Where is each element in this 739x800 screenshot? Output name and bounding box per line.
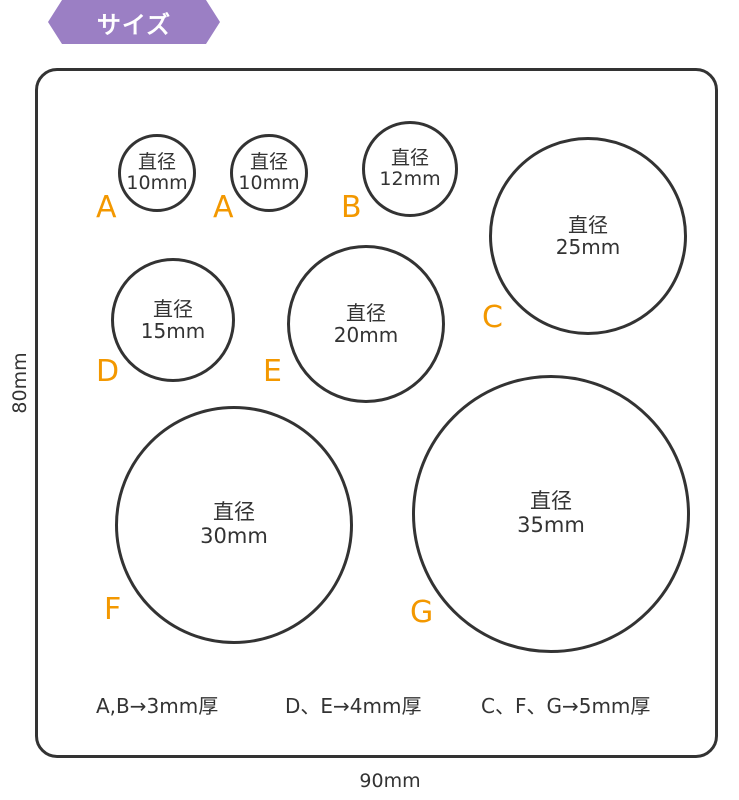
circle-label-line2: 15mm (140, 319, 206, 343)
height-dimension: 80mm (9, 352, 31, 414)
circle-label-line1: 直径 (568, 212, 608, 237)
circle-label-line2: 35mm (517, 513, 585, 537)
circle-a-2: 直径 10mm (230, 134, 308, 212)
mold-board-outline (35, 68, 718, 758)
circle-label-line2: 25mm (555, 235, 621, 259)
width-dimension: 90mm (359, 770, 421, 792)
circle-label-line1: 直径 (530, 489, 572, 514)
tag-label: サイズ (96, 10, 172, 39)
letter-c: C (482, 300, 503, 335)
circle-label-line1: 直径 (137, 150, 176, 173)
circle-g: 直径 35mm (412, 375, 690, 653)
circle-label-line2: 30mm (200, 524, 268, 548)
circle-label-line1: 直径 (153, 296, 193, 321)
circle-label-line2: 20mm (333, 323, 399, 347)
letter-d: D (96, 354, 120, 389)
tag-shape (48, 0, 220, 44)
thickness-note-cfg: C、F、G→5mm厚 (481, 694, 651, 718)
circle-label-line2: 10mm (238, 172, 300, 194)
letter-b: B (341, 190, 362, 225)
circle-label-line2: 10mm (126, 172, 188, 194)
circle-a-1: 直径 10mm (118, 134, 196, 212)
circle-label-line1: 直径 (390, 146, 429, 169)
letter-f: F (104, 592, 122, 627)
circle-d: 直径 15mm (111, 258, 235, 382)
letter-a-2: A (213, 190, 234, 225)
size-tag: サイズ (48, 0, 220, 44)
circle-e: 直径 20mm (287, 245, 445, 403)
circle-label-line2: 12mm (379, 168, 441, 190)
letter-g: G (410, 595, 434, 630)
circle-c: 直径 25mm (489, 137, 687, 335)
letter-e: E (263, 354, 282, 389)
thickness-note-de: D、E→4mm厚 (285, 694, 422, 718)
letter-a-1: A (96, 190, 117, 225)
circle-label-line1: 直径 (213, 500, 255, 525)
circle-f: 直径 30mm (115, 406, 353, 644)
circle-label-line1: 直径 (249, 150, 288, 173)
thickness-note-ab: A,B→3mm厚 (96, 694, 219, 718)
circle-label-line1: 直径 (346, 300, 386, 325)
circle-b: 直径 12mm (362, 121, 458, 217)
